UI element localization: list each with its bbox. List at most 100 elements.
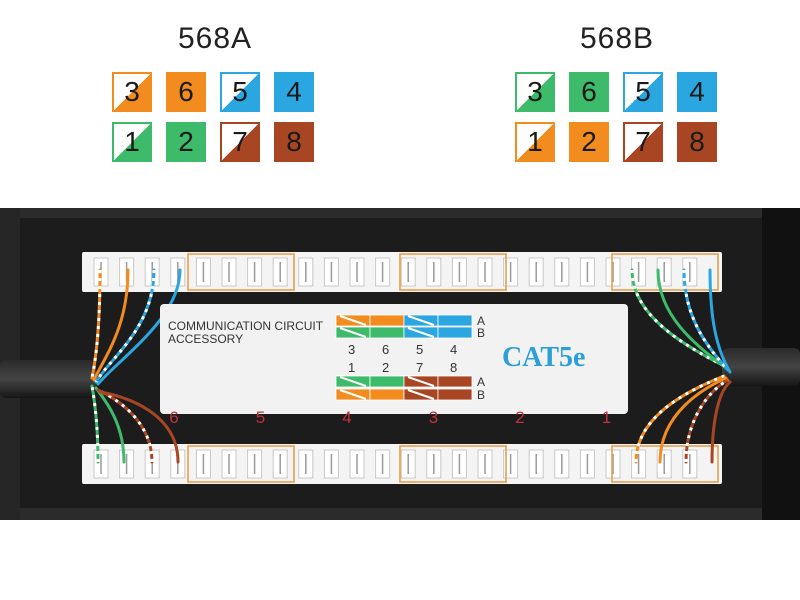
wire [96, 268, 182, 386]
wire-stripe [90, 269, 102, 379]
label-pin-number: 7 [416, 360, 423, 375]
port-highlight [399, 445, 507, 483]
pin-number: 7 [232, 126, 248, 157]
wire-stripe [94, 269, 156, 383]
panel-bottom-edge [0, 508, 800, 520]
port-highlight [187, 253, 295, 291]
pair-swatch-4: 4 [677, 72, 717, 112]
pair-swatch-2: 2 [569, 122, 609, 162]
pin-number: 6 [178, 76, 194, 107]
pair-swatch-6: 6 [166, 72, 206, 112]
port-number: 1 [602, 408, 611, 427]
wire [708, 268, 732, 374]
code-stripe [407, 389, 435, 400]
wire-stripe [630, 269, 725, 368]
port-highlight [611, 445, 719, 483]
pin-number: 7 [635, 126, 651, 157]
wire [98, 390, 180, 464]
code-cell [369, 388, 405, 401]
bottom-terminal-strip [82, 444, 722, 484]
label-card [160, 304, 628, 414]
pair-swatch-6: 6 [569, 72, 609, 112]
row-b-label-bottom: B [477, 388, 485, 402]
port-number: 2 [515, 408, 524, 427]
top-terminal-strip [82, 252, 722, 292]
label-pin-number: 1 [348, 360, 355, 375]
pair-swatch-4: 4 [274, 72, 314, 112]
wire [682, 268, 730, 372]
standard-title: 568B [579, 22, 655, 55]
code-stripe [339, 376, 367, 387]
panel-top-edge [0, 208, 800, 218]
wire [658, 376, 728, 464]
port-number: 6 [169, 408, 178, 427]
port-highlight [399, 253, 507, 291]
pin-number: 1 [527, 126, 543, 157]
pair-swatch-8: 8 [274, 122, 314, 162]
code-stripe [339, 327, 367, 338]
pin-number: 4 [689, 76, 705, 107]
label-code-bottom [335, 375, 473, 401]
label-line1: COMMUNICATION CIRCUIT [168, 319, 324, 333]
code-cell [369, 314, 405, 327]
pin-number: 2 [178, 126, 194, 157]
pin-number: 3 [124, 76, 140, 107]
label-pin-number: 2 [382, 360, 389, 375]
code-cell [437, 375, 473, 388]
pin-number: 2 [581, 126, 597, 157]
pair-swatch-5: 5 [220, 72, 260, 112]
pair-swatch-5: 5 [623, 72, 663, 112]
left-cable [0, 360, 96, 398]
row-a-label-bottom: A [477, 375, 485, 389]
code-cell [437, 326, 473, 339]
pin-number: 4 [286, 76, 302, 107]
row-a-label-top: A [477, 314, 485, 328]
pin-number: 5 [232, 76, 248, 107]
wire-stripe [634, 374, 725, 463]
pin-number: 1 [124, 126, 140, 157]
pin-number: 6 [581, 76, 597, 107]
port-highlight [611, 253, 719, 291]
label-pin-number: 4 [450, 342, 457, 357]
row-b-label-top: B [477, 326, 485, 340]
wire [710, 380, 732, 464]
label-pin-number: 3 [348, 342, 355, 357]
wire-stripe [90, 385, 100, 463]
pin-number: 8 [689, 126, 705, 157]
code-cell [369, 326, 405, 339]
code-stripe [407, 315, 435, 326]
label-pin-number: 8 [450, 360, 457, 375]
product-label: CAT5e [502, 342, 585, 373]
label-pin-number: 5 [416, 342, 423, 357]
pin-number: 3 [527, 76, 543, 107]
wires [90, 268, 732, 464]
code-stripe [407, 376, 435, 387]
port-number: 4 [342, 408, 351, 427]
port-number: 3 [429, 408, 438, 427]
port-numbers: 6 5 4 3 2 1 [169, 408, 611, 427]
pair-swatch-1: 1 [112, 122, 152, 162]
pair-swatch-3: 3 [515, 72, 555, 112]
wire [656, 268, 728, 370]
code-stripe [339, 389, 367, 400]
pair-swatch-8: 8 [677, 122, 717, 162]
code-cell [437, 314, 473, 327]
pair-swatch-2: 2 [166, 122, 206, 162]
wire [92, 268, 130, 382]
code-stripe [339, 315, 367, 326]
pair-swatch-7: 7 [220, 122, 260, 162]
right-cable [722, 348, 800, 386]
pair-swatch-1: 1 [515, 122, 555, 162]
code-cell [437, 388, 473, 401]
pin-number: 5 [635, 76, 651, 107]
pair-swatch-3: 3 [112, 72, 152, 112]
pair-swatch-7: 7 [623, 122, 663, 162]
code-stripe [407, 327, 435, 338]
port-number: 5 [256, 408, 265, 427]
label-line2: ACCESSORY [168, 332, 243, 346]
wire-stripe [684, 378, 729, 463]
port-highlight [187, 445, 295, 483]
pin-number: 8 [286, 126, 302, 157]
